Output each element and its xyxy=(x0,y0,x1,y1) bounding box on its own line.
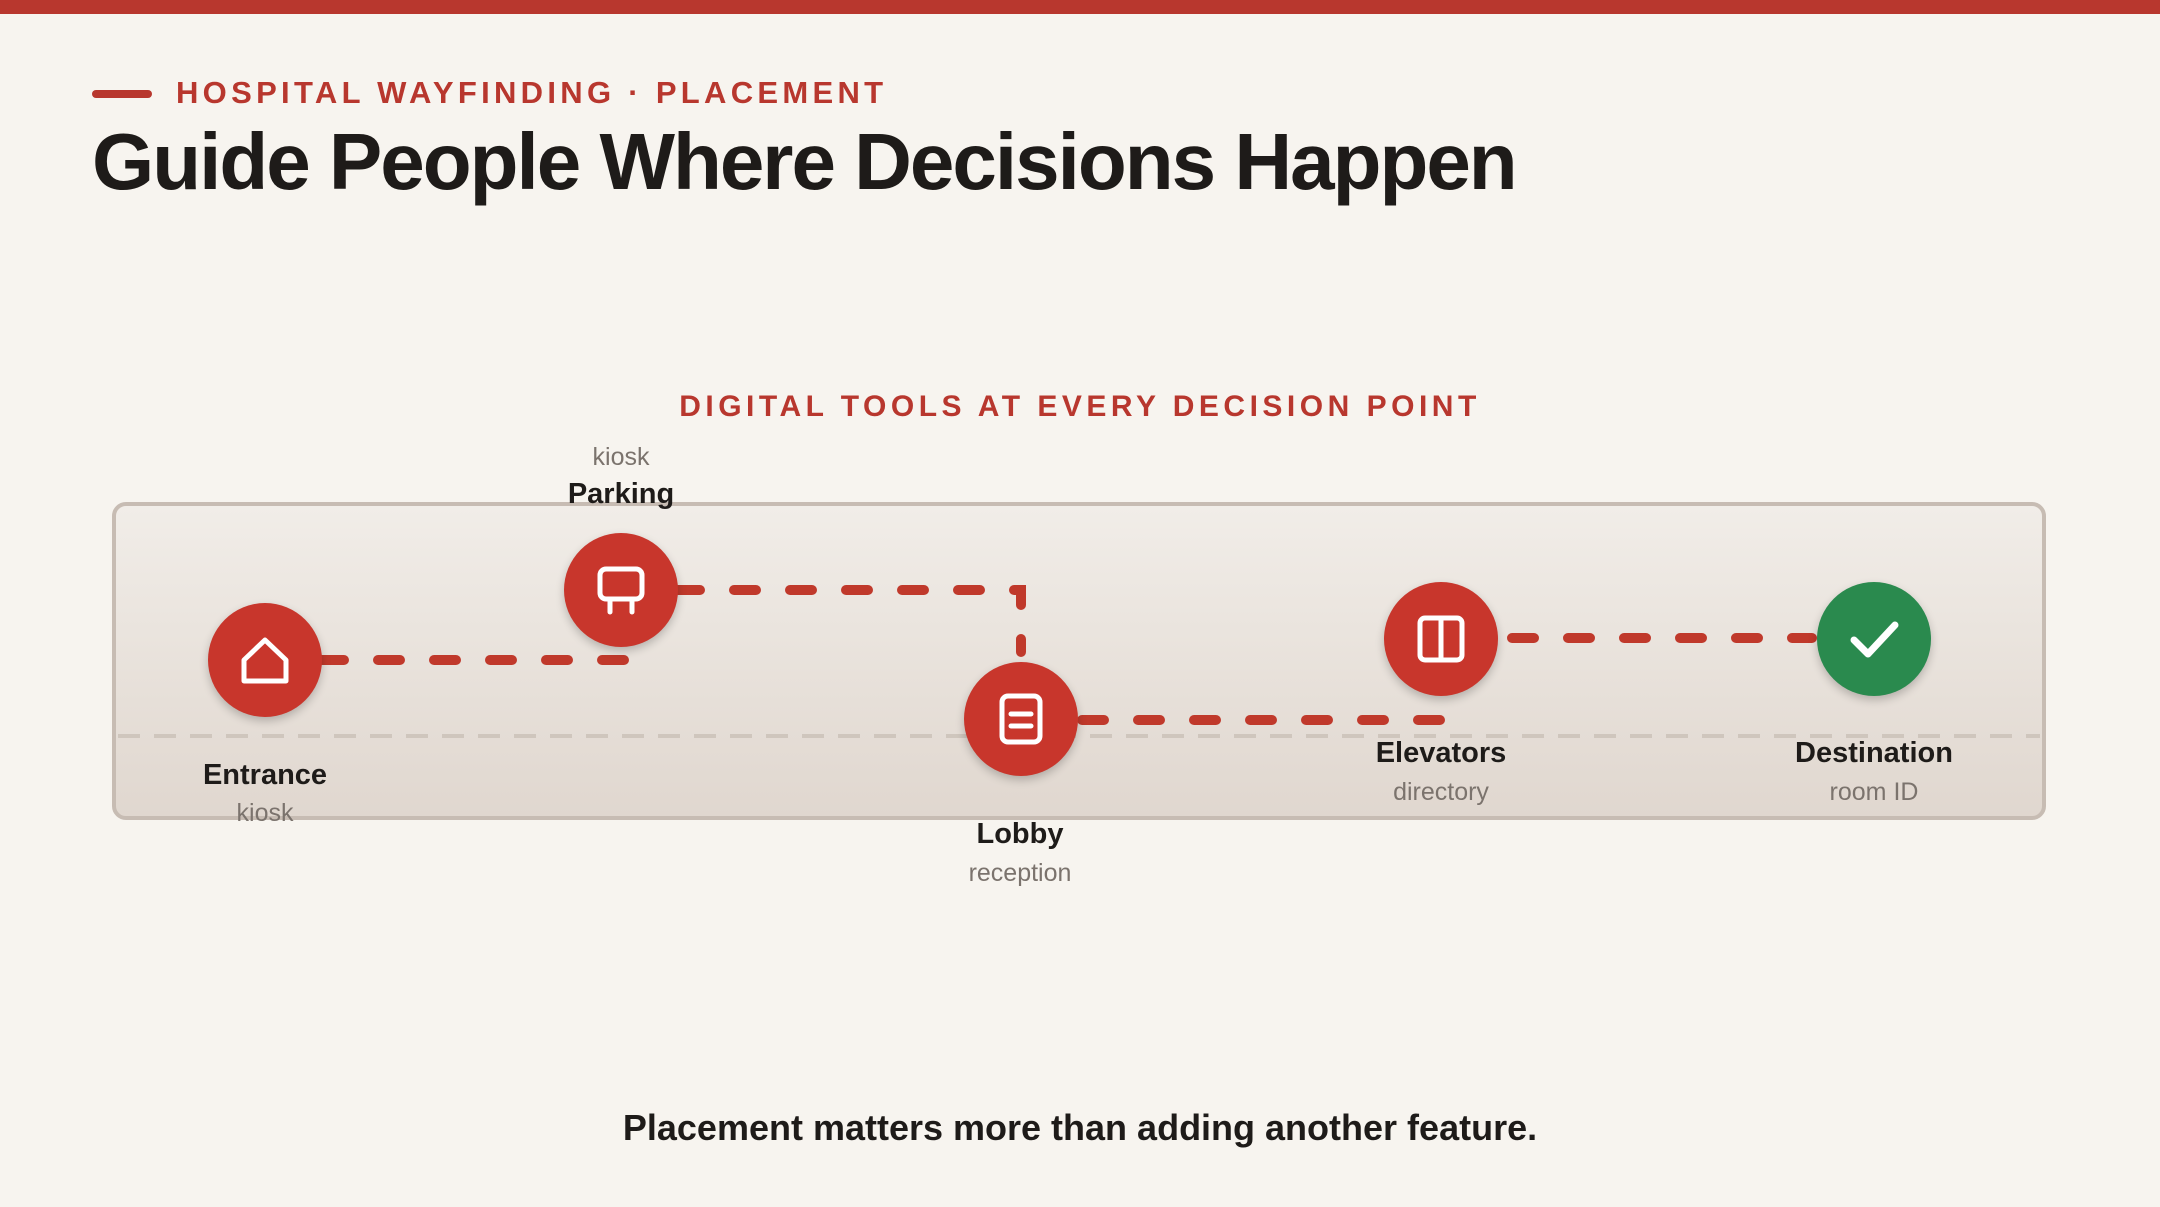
footer-tagline: Placement matters more than adding anoth… xyxy=(622,1107,1538,1148)
elevators-name: Elevators xyxy=(1375,737,1507,769)
elevators-node xyxy=(1384,582,1498,696)
diagram-label: DIGITAL TOOLS AT EVERY DECISION POINT xyxy=(679,390,1481,423)
lobby-tool: reception xyxy=(968,859,1072,887)
directory-icon xyxy=(1417,615,1465,663)
kiosk-icon xyxy=(597,566,645,615)
parking-tool: kiosk xyxy=(592,443,650,471)
route-segment-entrance-parking xyxy=(317,639,631,665)
page-title: Guide People Where Decisions Happen xyxy=(92,117,1518,206)
entrance-tool: kiosk xyxy=(236,799,294,827)
elevators-tool: directory xyxy=(1393,778,1489,806)
parking-node xyxy=(564,533,678,647)
destination-tool: room ID xyxy=(1829,778,1919,806)
home-icon xyxy=(241,637,289,684)
document-icon xyxy=(999,693,1043,745)
destination-node xyxy=(1817,582,1931,696)
route-segment-lobby-elevators xyxy=(1077,695,1447,725)
eyebrow-dash xyxy=(92,90,152,98)
check-icon xyxy=(1850,621,1899,658)
lobby-node xyxy=(964,662,1078,776)
entrance-node xyxy=(208,603,322,717)
route-segment-parking-lobby xyxy=(673,585,1026,657)
eyebrow-label: HOSPITAL WAYFINDING · PLACEMENT xyxy=(176,75,888,110)
lobby-name: Lobby xyxy=(976,818,1064,850)
entrance-name: Entrance xyxy=(202,759,328,791)
destination-name: Destination xyxy=(1795,737,1953,769)
top-accent-bar xyxy=(0,0,2160,14)
parking-name: Parking xyxy=(567,478,675,510)
